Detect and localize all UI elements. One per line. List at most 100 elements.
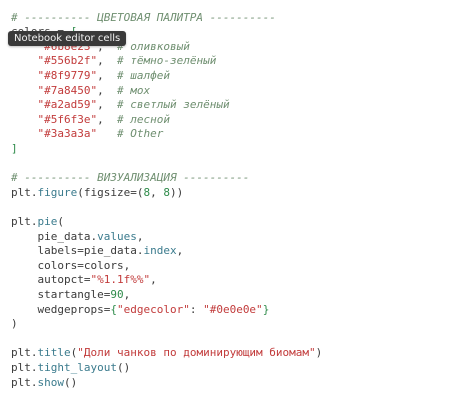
code-token: # оливковый — [116, 39, 190, 53]
code-token: plt — [11, 346, 31, 360]
code-line[interactable]: plt.pie( — [11, 215, 64, 230]
code-line[interactable]: "#7a8450", # мох — [11, 83, 151, 99]
code-token: # ---------- ВИЗУАЛИЗАЦИЯ ---------- — [11, 171, 250, 185]
code-token: plt — [11, 375, 31, 389]
code-token: ( — [70, 346, 78, 360]
code-line[interactable]: plt.tight_layout() — [11, 361, 130, 376]
code-token: : — [189, 302, 204, 316]
code-token: # лесной — [116, 112, 170, 126]
code-token: title — [37, 346, 71, 360]
code-token: , — [97, 98, 117, 112]
code-token: "#556b2f" — [37, 54, 98, 68]
code-line[interactable]: "#5f6f3e", # лесной — [11, 113, 170, 128]
code-line[interactable]: plt.figure(figsize=(8, 8)) — [11, 186, 183, 201]
code-token: plt — [11, 360, 31, 374]
code-line[interactable]: plt.show() — [11, 376, 77, 391]
code-token: ) — [315, 346, 323, 360]
code-token: . — [136, 244, 144, 258]
code-token: ( — [57, 214, 64, 228]
code-token: . — [30, 214, 38, 228]
code-token: "Доли чанков по доминирующим биомам" — [77, 346, 316, 360]
code-token: "edgecolor" — [116, 302, 190, 316]
code-token: { — [110, 302, 117, 316]
code-token: "%1.1f%%" — [90, 273, 151, 287]
code-token: pie_data — [11, 229, 91, 243]
code-token: tight_layout — [37, 360, 117, 374]
code-line[interactable]: "#a2ad59", # светлый зелёный — [11, 98, 230, 113]
code-token: show — [37, 375, 65, 389]
code-token: () — [64, 375, 78, 389]
code-line[interactable]: # ---------- ЦВЕТОВАЯ ПАЛИТРА ---------- — [11, 11, 276, 26]
code-token: # ---------- ЦВЕТОВАЯ ПАЛИТРА ---------- — [11, 10, 276, 24]
code-token: pie — [37, 214, 58, 228]
code-token: 8 — [163, 185, 170, 199]
code-token — [11, 113, 38, 126]
code-token: , — [97, 68, 117, 82]
code-token: # шалфей — [116, 68, 170, 82]
code-token: )) — [169, 185, 184, 199]
code-token: , — [176, 244, 184, 258]
code-token: } — [262, 302, 270, 316]
code-token: labels=pie_data — [11, 244, 137, 258]
code-line[interactable]: ) — [11, 317, 18, 332]
code-token: autopct= — [11, 273, 91, 287]
code-line[interactable]: autopct="%1.1f%%", — [11, 273, 157, 288]
code-token: startangle= — [11, 287, 111, 301]
code-token — [11, 54, 38, 67]
code-token: , — [97, 112, 117, 126]
code-token: "#0e0e0e" — [203, 302, 263, 316]
code-line[interactable]: "#3a3a3a" # Other — [11, 127, 164, 142]
code-line[interactable]: plt.title("Доли чанков по доминирующим б… — [11, 346, 322, 361]
code-token — [11, 98, 38, 111]
code-token: wedgeprops= — [11, 302, 111, 316]
code-token: # светлый зелёный — [116, 98, 230, 112]
code-token — [11, 84, 38, 97]
code-line[interactable]: colors=colors, — [11, 259, 130, 274]
code-token: . — [90, 229, 98, 243]
code-token: "#7a8450" — [37, 83, 98, 97]
code-token: , — [150, 273, 157, 287]
code-token: ) — [11, 317, 18, 331]
code-token: plt — [11, 185, 31, 199]
code-token: index — [143, 244, 177, 258]
code-token: . — [30, 360, 38, 374]
code-token: # тёмно-зелёный — [116, 54, 217, 68]
code-token: 90 — [110, 287, 124, 301]
code-token: # Other — [116, 127, 164, 141]
code-token: , — [97, 83, 117, 97]
code-token: 8 — [143, 185, 151, 199]
code-token: "#a2ad59" — [37, 98, 98, 112]
code-token: () — [116, 360, 131, 374]
code-token: "#8f9779" — [37, 68, 98, 82]
code-token: , — [150, 185, 164, 199]
code-token: "#5f6f3e" — [37, 112, 98, 126]
code-token: , — [123, 287, 131, 301]
code-line[interactable]: # ---------- ВИЗУАЛИЗАЦИЯ ---------- — [11, 171, 249, 186]
code-token — [11, 127, 38, 140]
code-token: "#3a3a3a" — [37, 127, 98, 141]
code-token: , — [97, 54, 117, 68]
code-line[interactable]: startangle=90, — [11, 288, 130, 303]
code-line[interactable]: labels=pie_data.index, — [11, 244, 183, 259]
code-token: ] — [11, 141, 18, 155]
code-token: # мох — [116, 83, 151, 97]
code-token — [11, 69, 38, 82]
tooltip: Notebook editor cells — [8, 31, 127, 46]
code-token — [97, 127, 117, 140]
code-token: . — [30, 346, 38, 360]
code-line[interactable]: "#556b2f", # тёмно-зелёный — [11, 54, 217, 69]
code-token: figure — [37, 185, 78, 199]
code-token: values — [97, 229, 137, 243]
code-token: . — [30, 185, 38, 199]
code-token: colors=colors, — [11, 258, 131, 272]
code-token: , — [136, 229, 144, 243]
code-token: . — [30, 375, 38, 389]
code-line[interactable]: pie_data.values, — [11, 230, 143, 245]
code-token: (figsize=( — [77, 185, 144, 199]
code-token: , — [97, 39, 117, 53]
code-line[interactable]: ] — [11, 142, 18, 157]
code-line[interactable]: wedgeprops={"edgecolor": "#0e0e0e"} — [11, 303, 269, 318]
code-token: plt — [11, 214, 31, 228]
code-line[interactable]: "#8f9779", # шалфей — [11, 69, 170, 84]
